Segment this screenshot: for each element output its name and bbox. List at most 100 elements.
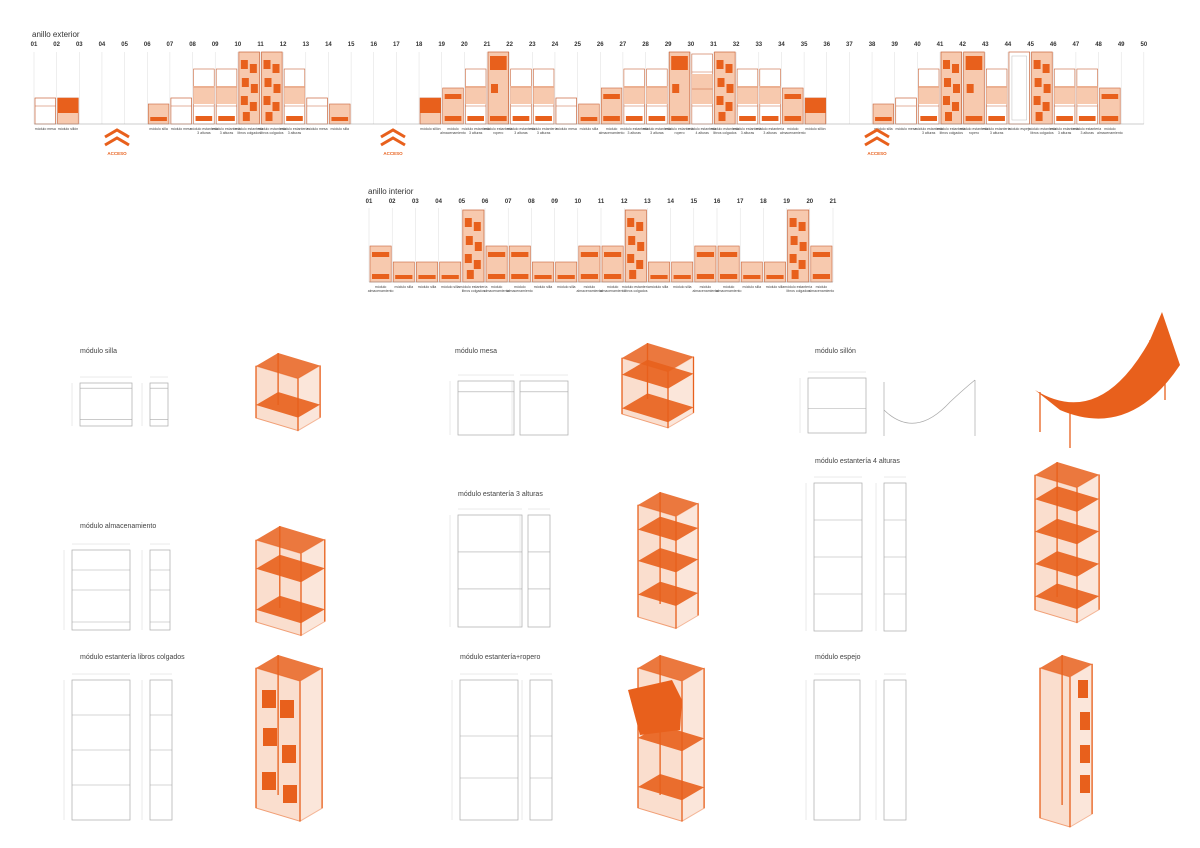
hanging-book <box>264 78 272 87</box>
hanging-book <box>637 242 645 251</box>
outer-module-label: módulo estantería 3 alturas <box>620 127 649 135</box>
outer-module-label: módulo mesa <box>895 127 917 131</box>
module-e3 <box>193 68 215 125</box>
outer-col-number: 01 <box>30 42 38 48</box>
outer-module-label: módulo estantería ropero <box>959 127 988 135</box>
outer-col-number: 34 <box>778 42 785 48</box>
inner-col-number: 08 <box>528 199 535 205</box>
outer-col-number: 39 <box>891 42 899 48</box>
hanging-book <box>1043 84 1051 93</box>
iso-top <box>1035 462 1100 488</box>
inner-col-number: 21 <box>829 199 837 205</box>
hanging-clothes <box>628 680 682 735</box>
libros-front <box>63 673 131 821</box>
outer-col-number: 09 <box>211 42 219 48</box>
inner-module-label: módulo silla <box>440 285 460 289</box>
storage-box <box>696 252 714 257</box>
espejo-side <box>875 673 907 821</box>
hanging-book <box>636 260 644 269</box>
inner-col-number: 11 <box>597 199 605 205</box>
hanging-book <box>953 84 960 93</box>
silla-side <box>141 376 169 427</box>
chair-seat <box>150 117 167 121</box>
inner-module-label: módulo almacenamiento <box>367 285 394 293</box>
outer-col-number: 27 <box>619 42 627 48</box>
hanging-book <box>629 270 637 279</box>
module-e3 <box>1053 68 1076 125</box>
inner-col-number: 20 <box>806 199 814 205</box>
inner-module-label: módulo silla <box>742 285 762 289</box>
hanging-book <box>952 102 959 111</box>
hanging-book <box>280 700 294 718</box>
mesa-side <box>511 374 569 436</box>
chair-seat <box>875 117 892 121</box>
module-libros <box>714 51 736 125</box>
shelf3-fill <box>1076 86 1098 104</box>
outer-col-number: 16 <box>370 42 378 48</box>
iso-shelf <box>638 548 699 573</box>
inner-col-number: 18 <box>760 199 767 205</box>
inner-col-number: 07 <box>504 199 512 205</box>
outer-module-label: módulo estantería 3 alturas <box>280 127 309 135</box>
outer-col-number: 15 <box>347 42 355 48</box>
shelf3-fill <box>193 86 215 104</box>
iso-shelf <box>638 774 705 801</box>
hanging-book <box>716 96 724 105</box>
hanging-book <box>789 254 797 263</box>
shelf3-box <box>625 116 643 121</box>
outer-col-number: 26 <box>596 42 604 48</box>
outer-col-number: 44 <box>1004 42 1012 48</box>
hanging-book <box>1035 112 1043 121</box>
hanging-book <box>282 745 296 763</box>
chair-seat <box>441 275 459 279</box>
outer-col-number: 13 <box>302 42 310 48</box>
almacenamiento-side <box>141 543 171 631</box>
chair-seat <box>395 275 413 279</box>
outer-module-label: módulo estantería libros colgados <box>257 127 286 135</box>
hanging-book <box>944 78 951 87</box>
hanging-book <box>491 84 498 93</box>
storage-box <box>603 116 620 121</box>
ropero-iso <box>628 655 705 823</box>
module-title-ropero: módulo estantería+ropero <box>460 654 541 661</box>
outer-module-label: módulo sillón <box>805 127 826 131</box>
module-libros <box>238 51 260 125</box>
outer-col-number: 14 <box>325 42 332 48</box>
sillon-iso <box>1035 312 1180 448</box>
outer-module-label: módulo estantería libros colgados <box>235 127 264 135</box>
outer-col-number: 17 <box>393 42 400 48</box>
outer-module-label: módulo silla <box>330 127 349 131</box>
estanteria4-iso <box>1034 462 1100 624</box>
access-chevron-icon <box>864 128 890 147</box>
outer-module-label: módulo almacenamiento <box>598 127 625 135</box>
access-chevron-icon <box>104 128 130 147</box>
ortho-frame <box>457 380 515 436</box>
outer-col-number: 06 <box>143 42 151 48</box>
mirror-glass <box>1011 55 1027 121</box>
module-ropero <box>963 51 985 125</box>
estanteria4-side <box>875 476 907 632</box>
estanteria3-front <box>449 508 523 628</box>
storage-box <box>511 252 529 257</box>
hanging-book <box>725 64 733 73</box>
hanging-book <box>473 260 481 269</box>
outer-col-number: 30 <box>687 42 695 48</box>
hanging-book <box>464 254 472 263</box>
hanging-book <box>1033 60 1041 69</box>
module-e3 <box>736 68 759 125</box>
shelf3-box <box>512 116 530 121</box>
iso-top <box>622 343 694 372</box>
chair-seat <box>331 117 349 121</box>
outer-module-label: módulo silla <box>874 127 893 131</box>
iso-shelf <box>1035 551 1100 577</box>
outer-module-label: módulo estantería 3 alturas <box>461 127 490 135</box>
hanging-book <box>725 102 733 111</box>
estanteria3-side <box>519 508 551 628</box>
hanging-clothes <box>965 56 983 70</box>
hanging-book <box>263 96 271 105</box>
outer-module-label: módulo estantería ropero <box>484 127 513 135</box>
outer-module-label: módulo estantería 3 alturas <box>914 127 943 135</box>
mirror-panel <box>1080 712 1090 730</box>
outer-col-number: 50 <box>1140 42 1148 48</box>
shelf3-box <box>535 116 552 121</box>
